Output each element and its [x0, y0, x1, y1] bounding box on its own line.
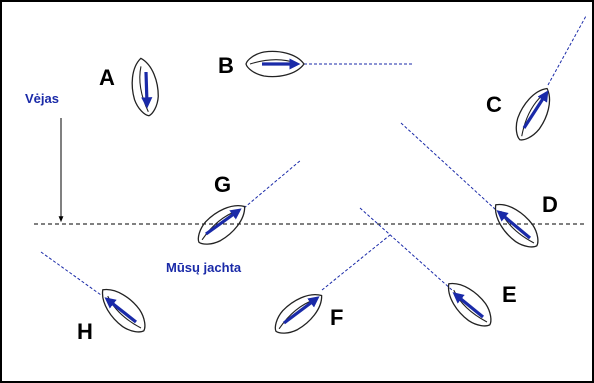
boat-c-letter: C [486, 92, 502, 117]
boat-h-letter: H [77, 319, 93, 344]
boat-c-course-arrow [522, 90, 549, 129]
boat-e-wind-line [359, 207, 453, 291]
boat-f: F [267, 234, 391, 342]
boat-f-course-arrow [283, 296, 320, 325]
boat-g-course-arrow [205, 208, 242, 236]
boat-d-letter: D [542, 192, 558, 217]
boat-h-wind-line [40, 251, 102, 296]
our-yacht-label: Mūsų jachta [166, 260, 242, 275]
boat-b: B [218, 50, 414, 78]
boat-e-letter: E [502, 282, 517, 307]
boat-d-course-arrow [496, 210, 532, 240]
boat-h: H [40, 251, 154, 344]
boat-g: G [190, 159, 302, 253]
boat-f-letter: F [330, 305, 343, 330]
boat-h-course-arrow [104, 297, 137, 324]
wind-label: Vėjas [25, 91, 59, 106]
boat-b-letter: B [218, 53, 234, 78]
boat-e-course-arrow [452, 292, 485, 319]
boat-f-wind-line [321, 234, 391, 291]
boat-d: D [400, 122, 558, 256]
boat-g-letter: G [214, 172, 231, 197]
boat-a-course-arrow [141, 71, 153, 109]
boat-c: C [486, 15, 587, 147]
boat-e: E [359, 207, 517, 335]
boat-d-wind-line [400, 122, 497, 211]
boat-a-letter: A [99, 65, 115, 90]
boat-g-wind-line [243, 159, 302, 209]
boat-c-wind-line [547, 15, 587, 86]
boat-a: A [99, 55, 163, 119]
